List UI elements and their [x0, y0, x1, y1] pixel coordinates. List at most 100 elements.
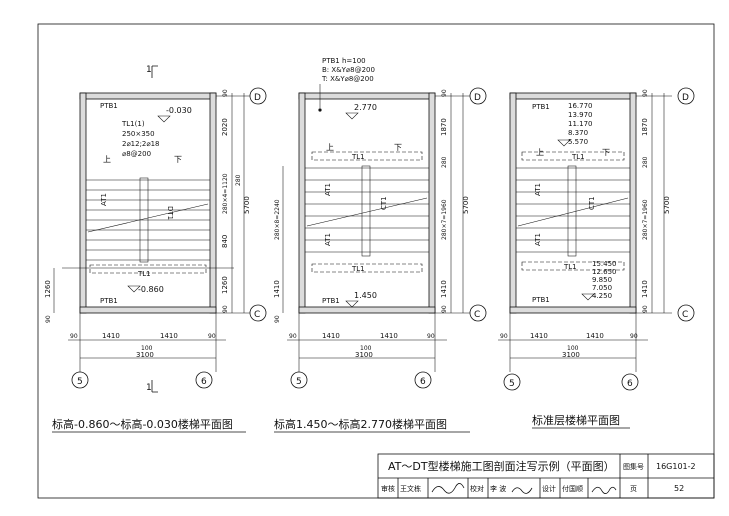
plan-1-elev-symbol	[157, 115, 171, 123]
plan-3-dim-right-5: 90	[642, 305, 649, 313]
plan-1-cut-line	[87, 203, 209, 233]
plan-3-top-elev-2: 11.170	[568, 120, 593, 128]
plan-1-axis-top: D	[254, 93, 261, 103]
plan-1-up-label: 上	[103, 155, 111, 164]
plan-3-dim-bottom-2: 1410	[586, 332, 604, 340]
plan-3-axis-top-bubble	[677, 87, 695, 105]
plan-3-flight-right: CT1	[588, 196, 596, 210]
plan-2-dim-bottom-2: 1410	[380, 332, 398, 340]
plan-3-right-wall	[629, 92, 637, 314]
review-signature	[431, 483, 465, 494]
sheet-border	[37, 23, 715, 499]
plan-2-top-elev: 2.770	[354, 103, 377, 112]
plan-2-dim-right-2: 280	[441, 156, 448, 168]
plan-2-dim-right-0: 90	[441, 89, 448, 97]
plan-1-top-wall	[79, 92, 217, 100]
plan-2-flight-left-bottom: AT1	[324, 233, 332, 246]
plan-2-axis-right-bubble	[414, 371, 432, 389]
plan-1-axis-top-bubble	[249, 87, 267, 105]
check-signature	[511, 487, 533, 494]
plan-1-left-wall	[79, 92, 87, 314]
plan-2-cut-line	[306, 197, 428, 227]
plan-2-flight-right: CT1	[380, 196, 388, 210]
plan-3: PTB1 16.770 13.970 11.170 8.370 5.570 上 …	[498, 87, 695, 429]
plan-1-dim-right-extra: 280	[235, 174, 242, 186]
plan-2-down-label: 下	[394, 143, 402, 152]
title-block-frame	[377, 453, 715, 499]
design-label: 设计	[542, 484, 556, 493]
plan-2-dim-bottom-3: 90	[427, 333, 435, 340]
plan-3-top-elev-0: 16.770	[568, 102, 593, 110]
plan-2-beam-label: TL1	[351, 265, 365, 273]
plan-1-dim-right-0: 90	[222, 89, 229, 97]
plan-2-dim-bottom-4: 100	[360, 345, 372, 352]
plan-1-dim-bottom-1: 1410	[102, 332, 120, 340]
plan-2-slab-note-2: T: X&Y⌀8@200	[321, 75, 374, 83]
plan-2-top-wall	[298, 92, 436, 100]
atlas-label: 图集号	[623, 462, 644, 471]
plan-3-beam-label: TL1	[563, 263, 577, 271]
design-signature	[591, 486, 617, 494]
plan-1-dim-right-2: 280×4=1120	[222, 173, 229, 214]
plan-2-treads	[305, 167, 429, 253]
plan-3-bottom-elev-3: 7.050	[592, 284, 612, 292]
plan-1-axis-bottom-bubble	[249, 304, 267, 322]
plan-1-axis-right: 6	[201, 377, 207, 387]
plan-1-tl-note-2: 2⌀12;2⌀18	[122, 140, 160, 148]
plan-2-dim-bottom-0: 90	[289, 333, 297, 340]
plan-2-up-label: 上	[326, 143, 334, 152]
plan-2-dim-right-3: 280×7=1960	[441, 199, 448, 240]
plan-2-bottom-elev: 1.450	[354, 291, 377, 300]
plan-1-dim-bottom-0: 90	[70, 333, 78, 340]
plan-1-beam-label: TL1	[137, 270, 151, 278]
page-label: 页	[630, 485, 637, 493]
plan-3-top-elev-3: 8.370	[568, 129, 588, 137]
plan-3-axis-right-bubble	[621, 373, 639, 391]
plan-2-axis-top-bubble	[469, 87, 487, 105]
plan-3-flight-left-bottom: AT1	[534, 233, 542, 246]
plan-3-beam-outline	[521, 261, 625, 271]
plan-1-axis-left: 5	[77, 377, 83, 387]
plan-2-beam-outline	[311, 263, 423, 273]
plan-1-dim-right-1: 2020	[221, 118, 229, 136]
plan-2-left-wall	[298, 92, 306, 314]
section-mark-top-symbol	[151, 65, 158, 78]
drawing-title: AT～DT型楼梯施工图剖面注写示例（平面图）	[388, 459, 615, 473]
plan-3-cut-line	[517, 197, 629, 227]
plan-2-slab-note-dot	[318, 108, 322, 112]
plan-2-beam-top-outline	[311, 151, 423, 161]
page-number: 52	[674, 484, 684, 493]
plan-1-right-wall	[209, 92, 217, 314]
plan-2-dim-total: 5700	[462, 196, 470, 214]
plan-3-dim-right-1: 1870	[641, 118, 649, 136]
plan-3-axis-bottom: C	[682, 310, 688, 320]
plan-3-caption: 标准层楼梯平面图	[532, 413, 620, 427]
plan-1-top-slab: PTB1	[100, 102, 118, 110]
plan-1-tl-note-0: TL1(1)	[121, 120, 145, 128]
plan-1-flight-right: DT1	[166, 206, 174, 220]
section-mark-top: 1	[146, 65, 152, 75]
plan-1-dim-right-5: 90	[222, 305, 229, 313]
section-mark-bottom: 1	[146, 383, 152, 393]
plan-1-dim-bottom-5: 3100	[136, 351, 154, 359]
plan-3-bottom-elev-4: 4.250	[592, 292, 612, 300]
plan-1-tl-note-1: 250×350	[122, 130, 155, 138]
plan-1-dim-bottom-3: 90	[208, 333, 216, 340]
plan-3-bottom-slab: PTB1	[532, 296, 550, 304]
plan-3-left-wall	[509, 92, 517, 314]
plan-3-bottom-elev-2: 9.850	[592, 276, 612, 284]
plan-1-axis-bottom: C	[254, 310, 260, 320]
review-label: 审核	[381, 484, 395, 493]
plan-3-bottom-elev-symbol	[581, 293, 595, 301]
plan-3-bottom-wall	[509, 306, 637, 314]
plan-3-beam-top-outline	[521, 151, 625, 161]
plan-3-down-label: 下	[602, 148, 610, 157]
plan-3-dim-bottom-3: 90	[630, 333, 638, 340]
plan-3-beam-top: TL1	[571, 153, 585, 161]
plan-2-dim-right-1: 1870	[440, 118, 448, 136]
plan-1-axis-right-bubble	[195, 371, 213, 389]
plan-2-bottom-wall	[298, 306, 436, 314]
plan-2-dim-left-1: 1410	[273, 280, 281, 298]
plan-2-dim-left-0: 280×8=2240	[274, 199, 281, 240]
